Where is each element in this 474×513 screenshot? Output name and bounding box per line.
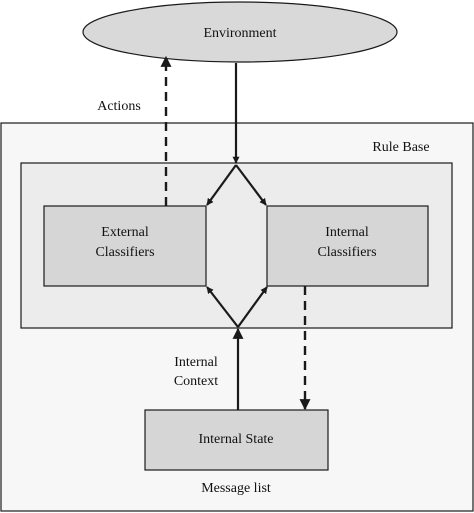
- environment-node: [82, 1, 398, 63]
- internal-state-label: Internal State: [198, 432, 273, 447]
- environment-label: Environment: [203, 26, 276, 41]
- message-list-label: Message list: [201, 481, 271, 496]
- external-classifiers-label-line1: External: [101, 225, 149, 240]
- external-classifiers-box: [43, 205, 207, 287]
- internal-classifiers-label-line2: Classifiers: [317, 245, 376, 260]
- top-fan-left-arrow: [206, 164, 237, 206]
- bottom-fan-right-arrow: [237, 286, 268, 328]
- top-fan-right-arrow: [235, 164, 267, 206]
- internal-state-box: [144, 409, 329, 471]
- internal-classifiers-box: [266, 205, 429, 287]
- bottom-fan-left-arrow: [206, 286, 239, 328]
- actions-label: Actions: [97, 99, 141, 114]
- internal-context-label-line1: Internal: [174, 355, 218, 370]
- rule-base-label: Rule Base: [372, 140, 429, 155]
- external-classifiers-label-line2: Classifiers: [95, 245, 154, 260]
- internal-classifiers-label-line1: Internal: [325, 225, 369, 240]
- internal-context-label-line2: Context: [174, 374, 218, 389]
